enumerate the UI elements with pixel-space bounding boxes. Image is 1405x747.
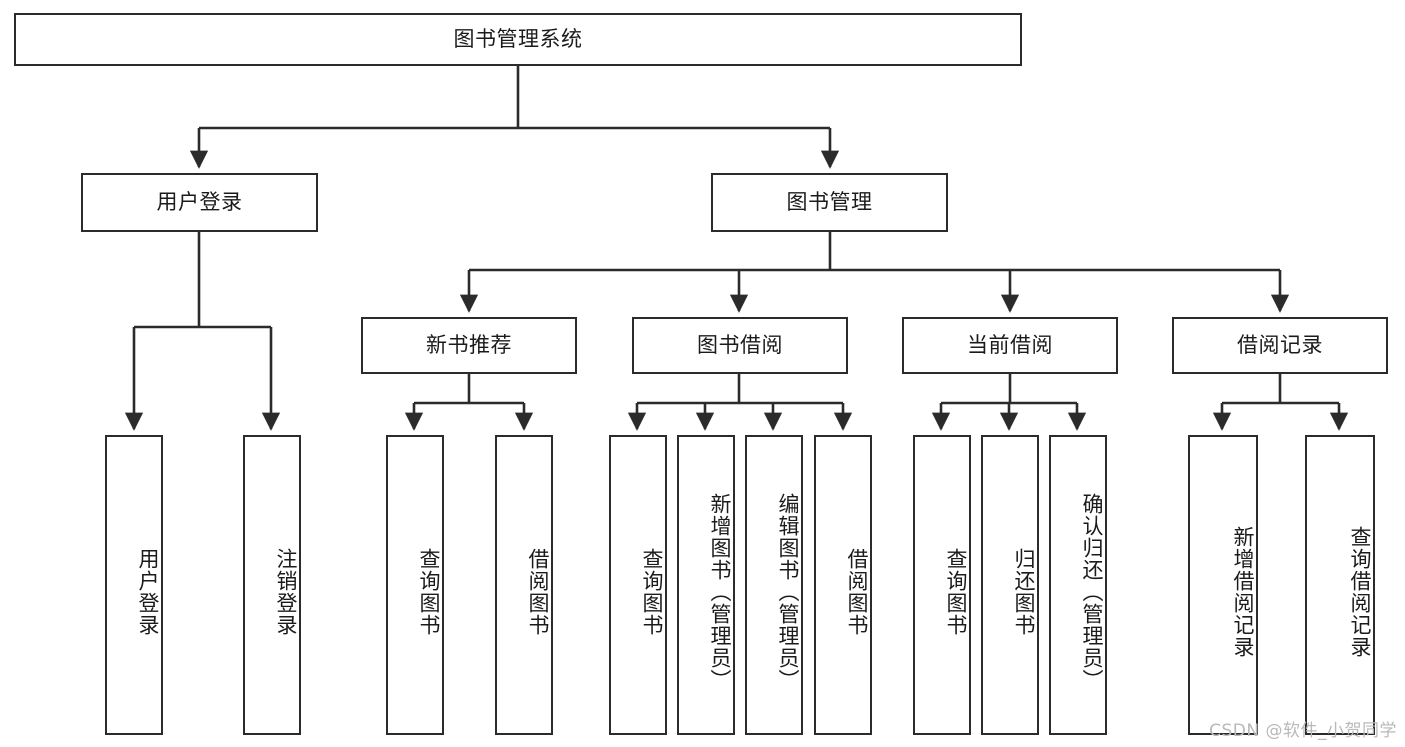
leaf-borrow-record-1[interactable]: 新增借阅记录: [1188, 435, 1258, 735]
leaf-book-borrow-4[interactable]: 借阅图书: [814, 435, 872, 735]
leaf-book-borrow-3[interactable]: 编辑图书（管理员）: [745, 435, 803, 735]
leaf-book-borrow-4-label: 借阅图书: [845, 548, 869, 636]
leaf-user-login-2[interactable]: 注销登录: [243, 435, 301, 735]
leaf-borrow-record-2-label: 查询借阅记录: [1348, 526, 1372, 658]
leaf-new-book-1-label: 查询图书: [417, 548, 441, 636]
leaf-user-login-1-label: 用户登录: [136, 548, 160, 636]
leaf-book-borrow-1[interactable]: 查询图书: [609, 435, 667, 735]
leaf-user-login-2-label: 注销登录: [274, 548, 298, 636]
node-new-book-recommend[interactable]: 新书推荐: [361, 317, 577, 374]
node-root-label: 图书管理系统: [453, 26, 583, 51]
node-book-borrow[interactable]: 图书借阅: [632, 317, 848, 374]
node-book-manage-label: 图书管理: [786, 189, 873, 214]
node-book-borrow-label: 图书借阅: [697, 332, 783, 357]
leaf-current-borrow-1[interactable]: 查询图书: [913, 435, 971, 735]
leaf-user-login-1[interactable]: 用户登录: [105, 435, 163, 735]
node-user-login-label: 用户登录: [156, 189, 243, 214]
leaf-new-book-1[interactable]: 查询图书: [386, 435, 444, 735]
node-borrow-record-label: 借阅记录: [1237, 332, 1323, 357]
leaf-new-book-2[interactable]: 借阅图书: [495, 435, 553, 735]
node-book-manage[interactable]: 图书管理: [711, 173, 948, 232]
csdn-watermark: CSDN @软件_小贺同学: [1209, 721, 1397, 741]
node-new-book-recommend-label: 新书推荐: [426, 332, 512, 357]
leaf-current-borrow-2[interactable]: 归还图书: [981, 435, 1039, 735]
leaf-current-borrow-1-label: 查询图书: [944, 548, 968, 636]
leaf-borrow-record-2[interactable]: 查询借阅记录: [1305, 435, 1375, 735]
node-current-borrow[interactable]: 当前借阅: [902, 317, 1118, 374]
leaf-current-borrow-2-label: 归还图书: [1012, 548, 1036, 636]
leaf-book-borrow-2-label: 新增图书（管理员）: [708, 493, 732, 691]
leaf-book-borrow-2[interactable]: 新增图书（管理员）: [677, 435, 735, 735]
node-borrow-record[interactable]: 借阅记录: [1172, 317, 1388, 374]
leaf-new-book-2-label: 借阅图书: [526, 548, 550, 636]
leaf-current-borrow-3[interactable]: 确认归还（管理员）: [1049, 435, 1107, 735]
node-root[interactable]: 图书管理系统: [14, 13, 1022, 66]
leaf-book-borrow-1-label: 查询图书: [640, 548, 664, 636]
node-current-borrow-label: 当前借阅: [967, 332, 1053, 357]
leaf-current-borrow-3-label: 确认归还（管理员）: [1080, 493, 1104, 691]
leaf-borrow-record-1-label: 新增借阅记录: [1231, 526, 1255, 658]
leaf-book-borrow-3-label: 编辑图书（管理员）: [776, 493, 800, 691]
node-user-login[interactable]: 用户登录: [81, 173, 318, 232]
